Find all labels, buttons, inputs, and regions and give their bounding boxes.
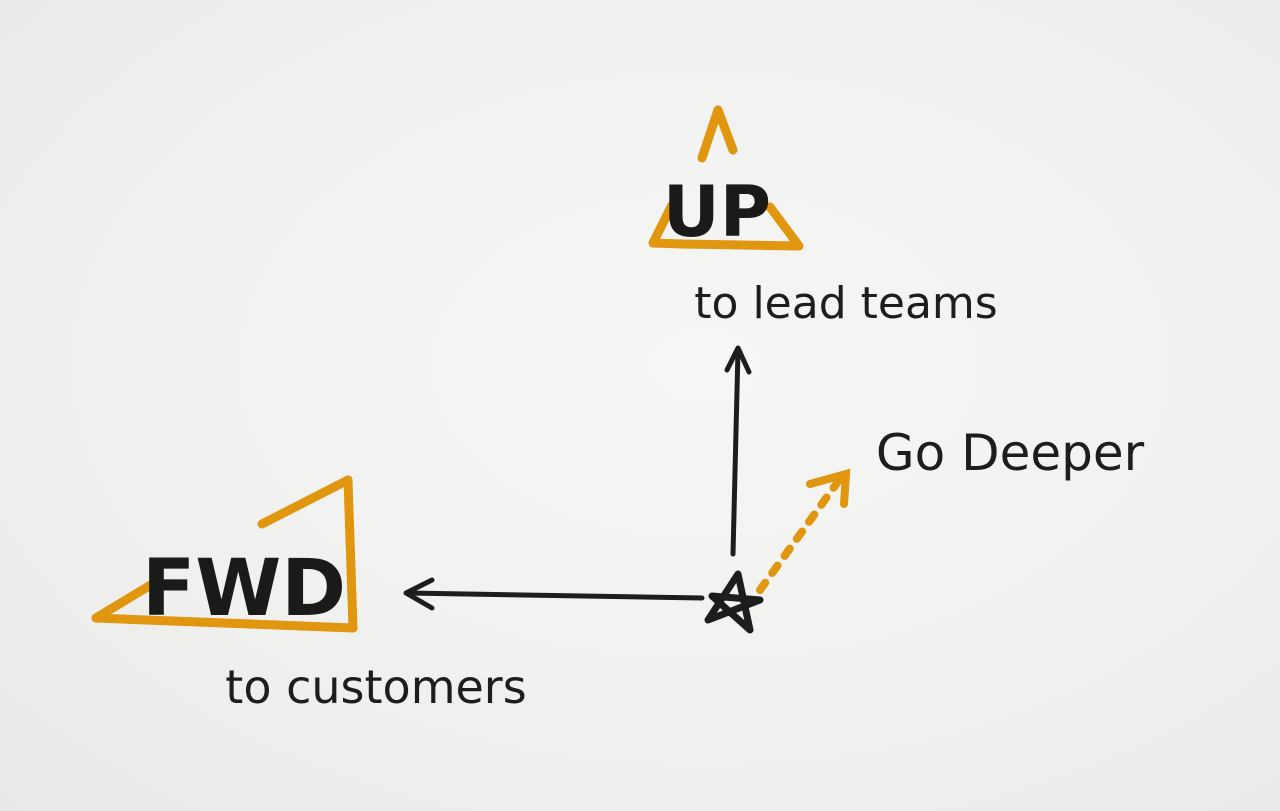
fwd-arrow [403, 577, 705, 611]
up-caption: to lead teams [694, 278, 997, 329]
deeper-arrow [756, 468, 851, 594]
up-triangle [648, 105, 804, 251]
deeper-label: Go Deeper [876, 424, 1145, 482]
up-label: UP [663, 171, 771, 253]
fwd-label: FWD [142, 544, 346, 634]
fwd-triangle [91, 475, 358, 633]
up-arrow [724, 345, 752, 557]
fwd-caption: to customers [225, 660, 526, 714]
star-icon [704, 570, 764, 634]
